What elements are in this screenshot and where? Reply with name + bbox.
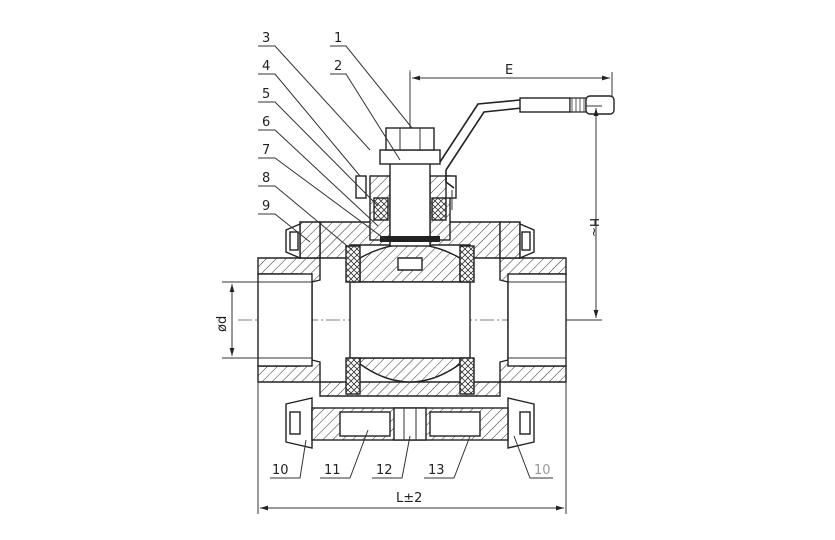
- dimension-L: [257, 382, 567, 514]
- callout-7: 7: [262, 143, 270, 158]
- right-upper-nut: [519, 222, 535, 260]
- seat-left-upper: [345, 245, 361, 283]
- callout-10-right: 10: [534, 463, 551, 478]
- callout-12: 12: [376, 463, 393, 478]
- left-end-connector: [257, 257, 321, 383]
- callout-8: 8: [262, 171, 270, 186]
- callout-13: 13: [428, 463, 445, 478]
- seat-right-lower: [459, 357, 475, 395]
- callout-10-left: 10: [272, 463, 289, 478]
- right-end-connector: [499, 257, 567, 383]
- callout-4: 4: [262, 59, 270, 74]
- seat-left-lower: [345, 357, 361, 395]
- callout-9: 9: [262, 199, 270, 214]
- callout-2: 2: [334, 59, 342, 74]
- seat-right-upper: [459, 245, 475, 283]
- dimension-label-L: L±2: [396, 491, 422, 506]
- callout-5: 5: [262, 87, 270, 102]
- bottom-bolt: [285, 397, 535, 449]
- dimension-label-E: E: [505, 63, 513, 78]
- callout-6: 6: [262, 115, 270, 130]
- ball: [349, 243, 471, 383]
- dimension-H: [566, 105, 602, 321]
- leader-lines: [258, 45, 553, 479]
- dimension-label-H: H~: [587, 218, 601, 237]
- dimension-d: [222, 281, 258, 359]
- callout-1: 1: [334, 31, 342, 46]
- callout-11: 11: [324, 463, 341, 478]
- callout-3: 3: [262, 31, 270, 46]
- left-upper-nut: [285, 222, 301, 260]
- dimension-label-d: ød: [215, 316, 230, 332]
- dimension-E: [409, 72, 613, 128]
- handle-lever: [439, 95, 615, 189]
